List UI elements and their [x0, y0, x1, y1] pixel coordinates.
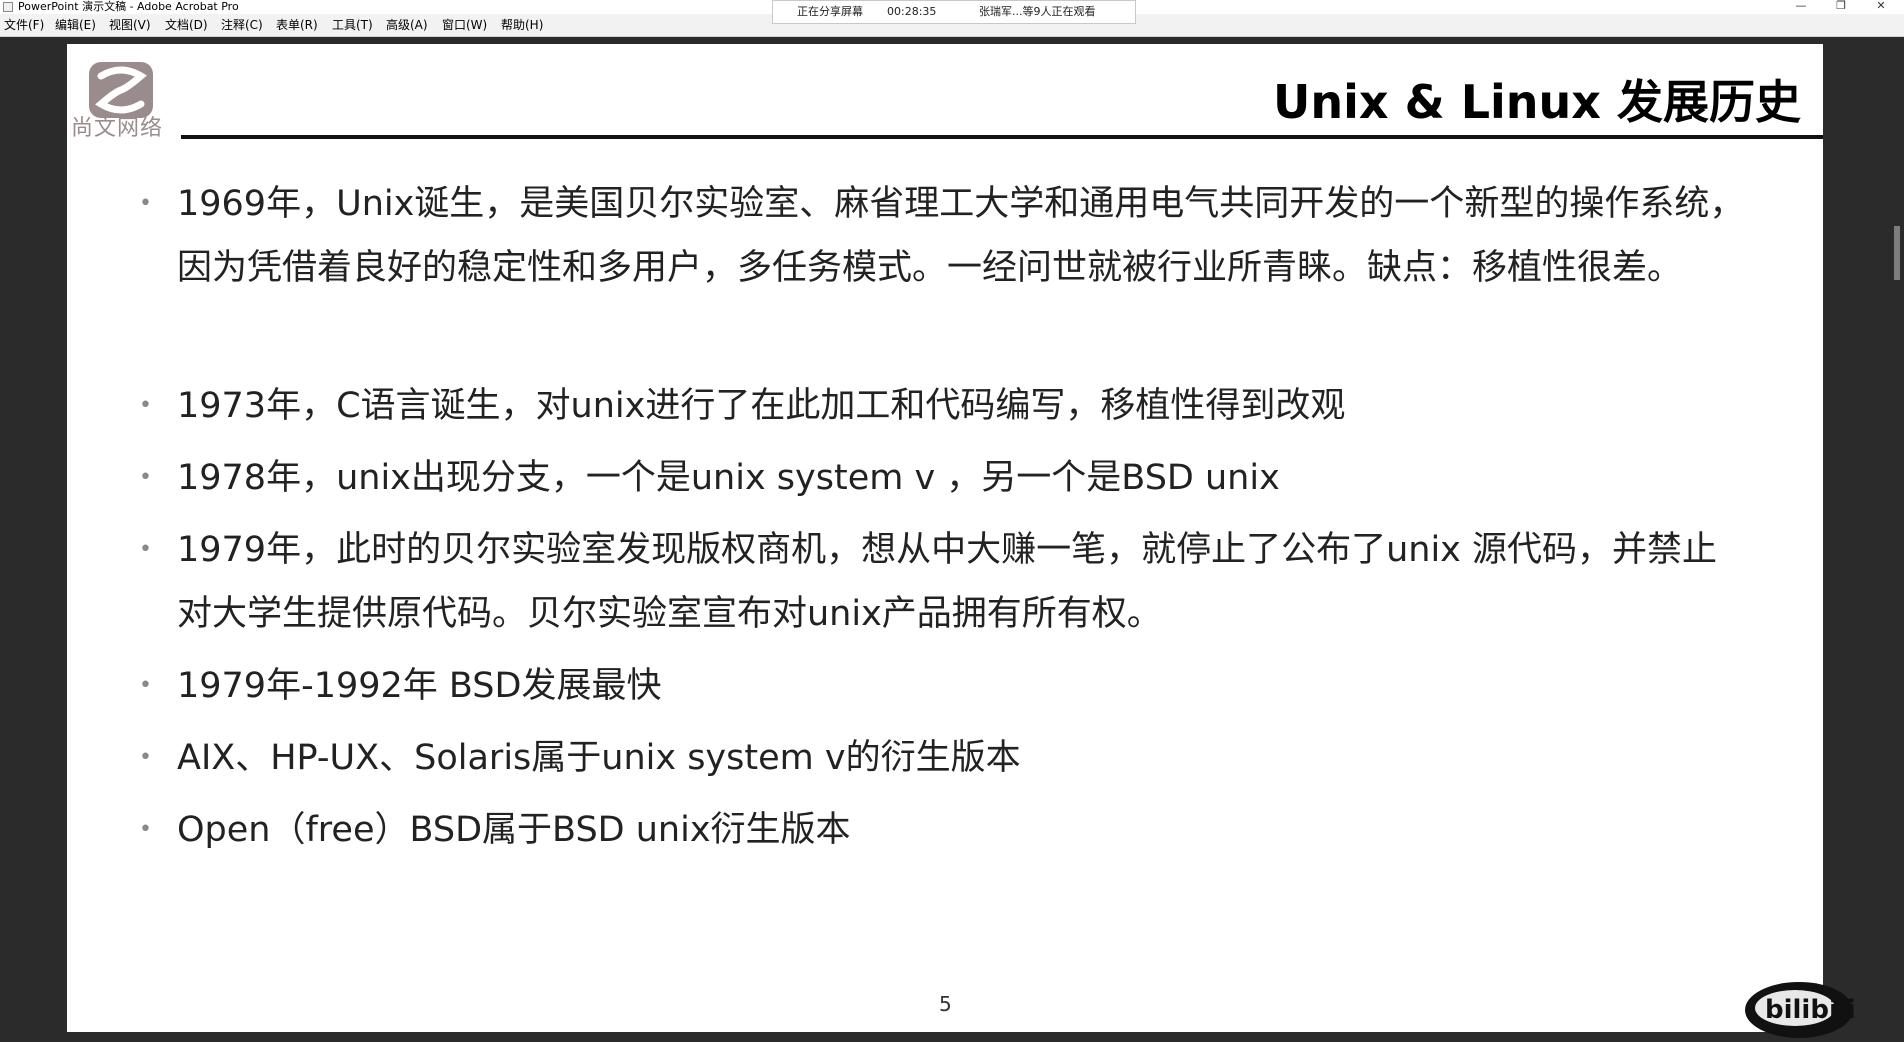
share-timer: 00:28:35 [887, 5, 937, 18]
share-status: 正在分享屏幕 [797, 5, 863, 18]
slide-page: 尚文网络 Unix & Linux 发展历史 • 1969年，Unix诞生，是美… [67, 44, 1856, 1038]
bullet-text: 1969年，Unix诞生，是美国贝尔实验室、麻省理工大学和通用电气共同开发的一个… [177, 184, 1745, 288]
bullet-marker: • [139, 745, 152, 770]
company-logo-icon [89, 62, 153, 118]
close-icon[interactable]: ✕ [1876, 0, 1886, 12]
bullet-text: 1978年，unix出现分支，一个是unix system v ，另一个是BSD… [177, 458, 1280, 498]
bilibili-watermark-icon: bilibili [1745, 982, 1856, 1038]
restore-icon[interactable]: ❐ [1836, 0, 1846, 12]
menu-view[interactable]: 视图(V) [109, 18, 151, 32]
bullet-marker: • [139, 537, 152, 562]
bullet-marker: • [139, 817, 152, 842]
bullet-marker: • [139, 191, 152, 216]
bullet-marker: • [139, 393, 152, 418]
watermark-text: bilibili [1765, 995, 1856, 1025]
bullet-text: Open（free）BSD属于BSD unix衍生版本 [177, 810, 851, 850]
slide-title: Unix & Linux 发展历史 [1273, 75, 1801, 129]
menubar: 文件(F) 编辑(E) 视图(V) 文档(D) 注释(C) 表单(R) 工具(T… [0, 14, 1904, 37]
menu-edit[interactable]: 编辑(E) [55, 18, 96, 32]
bullet-text: AIX、HP-UX、Solaris属于unix system v的衍生版本 [177, 738, 1021, 778]
bullet-text: 1979年，此时的贝尔实验室发现版权商机，想从中大赚一笔，就停止了公布了unix… [177, 530, 1718, 634]
page-number: 5 [939, 992, 952, 1016]
menu-help[interactable]: 帮助(H) [501, 18, 544, 32]
bullet-marker: • [139, 673, 152, 698]
bullet-marker: • [139, 465, 152, 490]
company-logo-text: 尚文网络 [71, 116, 164, 141]
title-divider [181, 135, 1823, 139]
bullet-text: 1973年，C语言诞生，对unix进行了在此加工和代码编写，移植性得到改观 [177, 386, 1346, 426]
acrobat-app-icon [3, 2, 13, 12]
vertical-scrollbar[interactable] [1894, 226, 1900, 280]
screen-share-bar: 正在分享屏幕 00:28:35 张瑞军...等9人正在观看 [772, 0, 1136, 24]
menu-tools[interactable]: 工具(T) [332, 18, 373, 32]
menu-forms[interactable]: 表单(R) [276, 18, 318, 32]
menu-document[interactable]: 文档(D) [165, 18, 208, 32]
minimize-icon[interactable]: — [1795, 0, 1807, 12]
share-viewers[interactable]: 张瑞军...等9人正在观看 [979, 5, 1096, 18]
menu-window[interactable]: 窗口(W) [442, 18, 488, 32]
window-title: PowerPoint 演示文稿 - Adobe Acrobat Pro [18, 0, 239, 13]
menu-comment[interactable]: 注释(C) [221, 18, 263, 32]
bullet-text: 1979年-1992年 BSD发展最快 [177, 666, 662, 706]
menu-file[interactable]: 文件(F) [4, 18, 45, 32]
menu-advanced[interactable]: 高级(A) [386, 18, 428, 32]
